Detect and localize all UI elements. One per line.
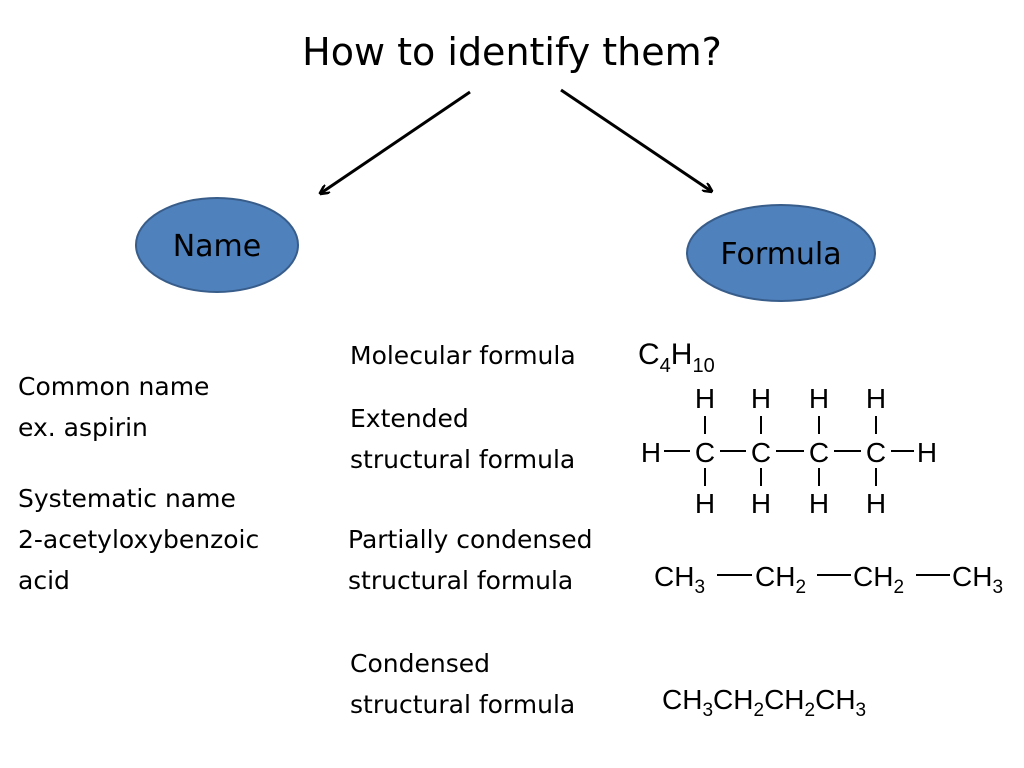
name-node: Name: [135, 197, 299, 293]
bottom-hydrogens: H H H H: [695, 488, 886, 519]
hydrogen-atom: H: [917, 437, 937, 468]
group-subscript: 2: [804, 700, 816, 721]
partial-formula-label-cont: structural formula: [348, 566, 574, 595]
molecular-formula: C4H10: [638, 338, 715, 376]
systematic-name-example-cont: acid: [18, 566, 70, 595]
group-base: CH: [654, 561, 695, 592]
systematic-name-heading: Systematic name: [18, 484, 236, 513]
group-subscript: 3: [702, 700, 714, 721]
group-base: CH: [662, 684, 703, 715]
carbon-chain: H C C C C H: [641, 437, 937, 468]
group-base: CH: [815, 684, 856, 715]
hydrogen-symbol: H: [670, 338, 693, 371]
extended-formula-label-cont: structural formula: [350, 445, 576, 474]
group-base: CH: [713, 684, 754, 715]
group-subscript: 2: [795, 577, 807, 598]
group-subscript: 3: [855, 700, 867, 721]
vertical-bonds-bottom: [704, 468, 877, 486]
hydrogen-atom: H: [751, 383, 771, 414]
partial-formula-label: Partially condensed: [348, 525, 593, 554]
extended-structural-formula: H H H H H C C C C H: [641, 383, 937, 519]
formula-node-label: Formula: [720, 237, 841, 272]
group-base: CH: [755, 561, 796, 592]
carbon-atom: C: [809, 437, 829, 468]
partial-group: CH3: [952, 561, 1003, 597]
carbon-symbol: C: [638, 338, 660, 371]
hydrogen-atom: H: [751, 488, 771, 519]
partial-group: CH2: [755, 561, 806, 597]
group-subscript: 3: [992, 577, 1004, 598]
hydrogen-atom: H: [866, 383, 886, 414]
hydrogen-atom: H: [866, 488, 886, 519]
arrow-to-name: [321, 90, 471, 193]
common-name-heading: Common name: [18, 372, 210, 401]
page-title: How to identify them?: [302, 30, 722, 74]
vertical-bonds-top: [704, 416, 877, 434]
group-base: CH: [764, 684, 805, 715]
carbon-count: 4: [659, 355, 671, 377]
group-base: CH: [952, 561, 993, 592]
hydrogen-atom: H: [641, 437, 661, 468]
arrow-to-formula: [560, 88, 711, 191]
hydrogen-atom: H: [695, 383, 715, 414]
formula-node: Formula: [686, 204, 876, 302]
hydrogen-atom: H: [695, 488, 715, 519]
partial-group: CH2: [853, 561, 904, 597]
hydrogen-count: 10: [692, 355, 715, 377]
group-base: CH: [853, 561, 894, 592]
group-subscript: 2: [753, 700, 765, 721]
hydrogen-atom: H: [809, 488, 829, 519]
carbon-atom: C: [751, 437, 771, 468]
group-subscript: 3: [694, 577, 706, 598]
systematic-name-example: 2-acetyloxybenzoic: [18, 525, 260, 554]
common-name-example: ex. aspirin: [18, 413, 148, 442]
top-hydrogens: H H H H: [695, 383, 886, 414]
condensed-formula-label: Condensed: [350, 649, 490, 678]
group-subscript: 2: [893, 577, 905, 598]
carbon-atom: C: [695, 437, 715, 468]
condensed-formula-label-cont: structural formula: [350, 690, 576, 719]
carbon-atom: C: [866, 437, 886, 468]
condensed-formula: CH3CH2CH2CH3: [662, 684, 866, 720]
name-node-label: Name: [173, 229, 262, 264]
hydrogen-atom: H: [809, 383, 829, 414]
molecular-formula-label: Molecular formula: [350, 341, 576, 370]
partial-group: CH3: [654, 561, 705, 597]
extended-formula-label: Extended: [350, 404, 469, 433]
